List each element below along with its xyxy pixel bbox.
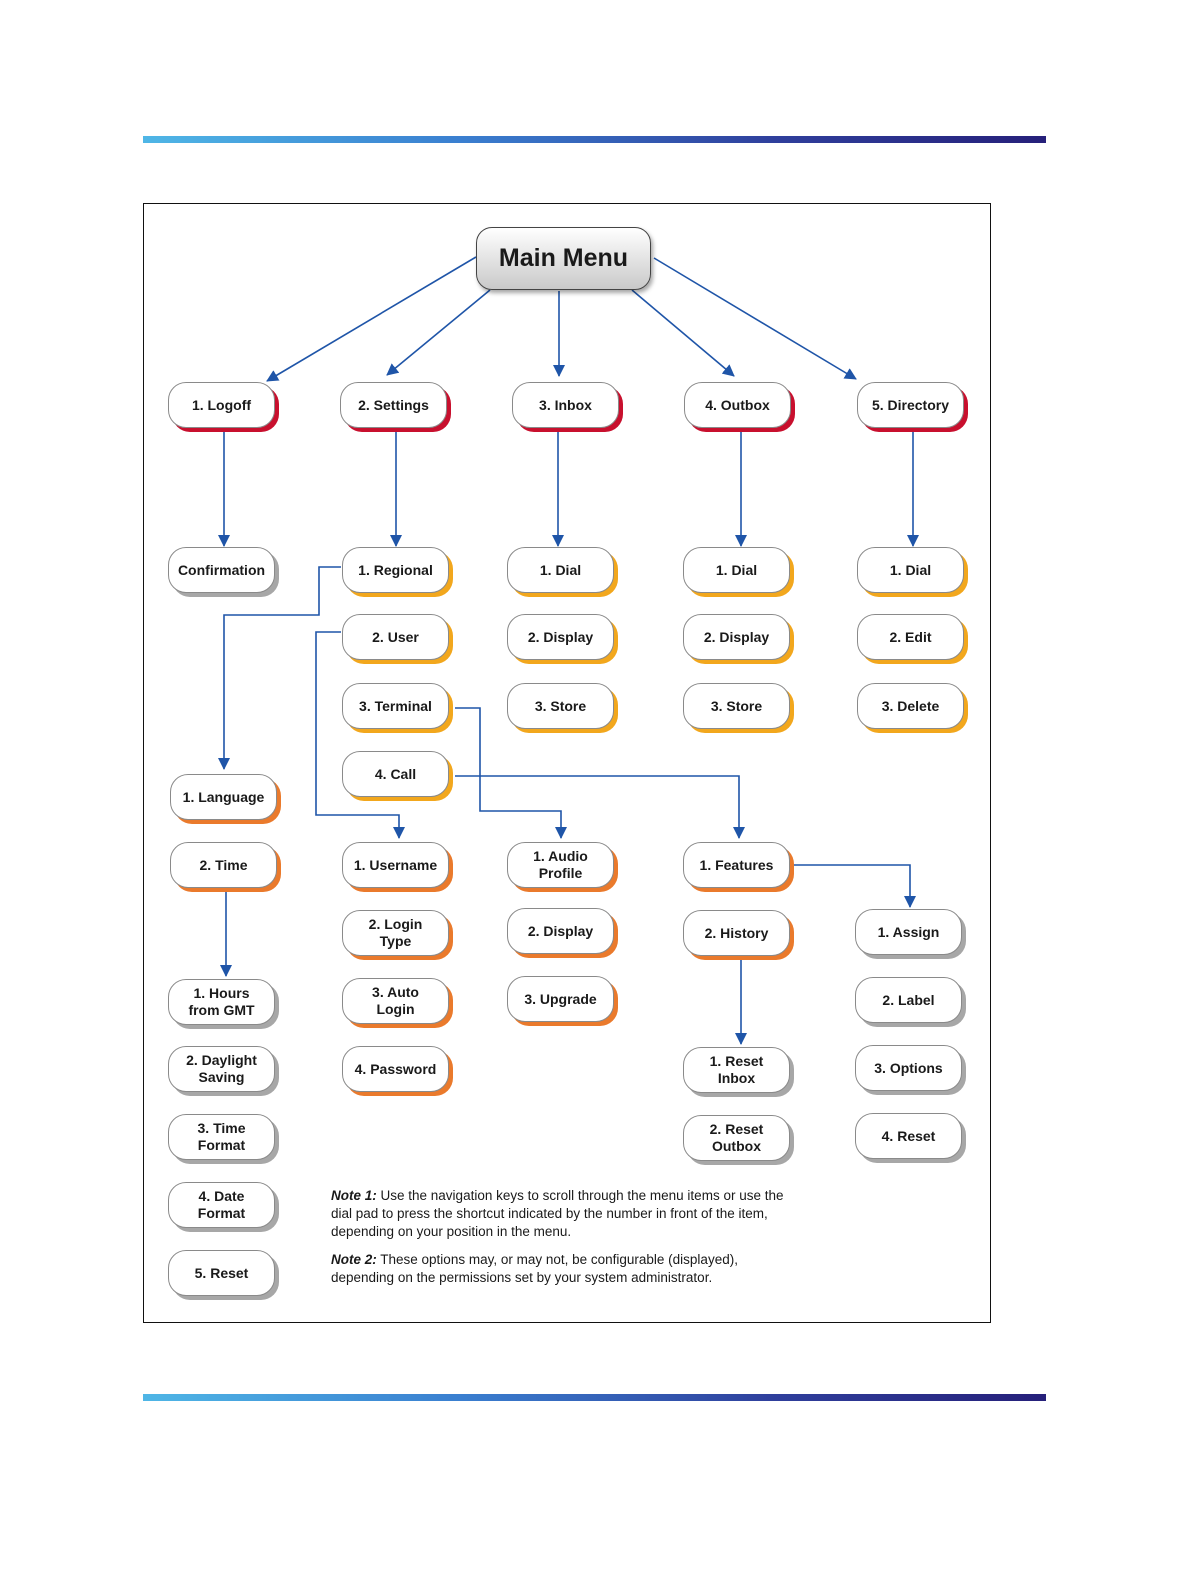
upgrade-node[interactable]: 3. Upgrade [507, 976, 614, 1022]
inbox-dial-node[interactable]: 1. Dial [507, 547, 614, 593]
directory-delete-node[interactable]: 3. Delete [857, 683, 964, 729]
settings-node[interactable]: 2. Settings [340, 382, 447, 428]
hours-from-gmt-node[interactable]: 1. Hours from GMT [168, 979, 275, 1025]
time-node[interactable]: 2. Time [170, 842, 277, 888]
password-node[interactable]: 4. Password [342, 1046, 449, 1092]
regional-node[interactable]: 1. Regional [342, 547, 449, 593]
arrow-main-to-logoff [266, 256, 477, 382]
outbox-store-node[interactable]: 3. Store [683, 683, 790, 729]
terminal-display-node[interactable]: 2. Display [507, 908, 614, 954]
arrow-main-to-outbox [631, 289, 735, 377]
inbox-node[interactable]: 3. Inbox [512, 382, 619, 428]
inbox-display-node[interactable]: 2. Display [507, 614, 614, 660]
terminal-node[interactable]: 3. Terminal [342, 683, 449, 729]
assign-node[interactable]: 1. Assign [855, 909, 962, 955]
arrow-main-to-directory [653, 257, 857, 380]
username-node[interactable]: 1. Username [342, 842, 449, 888]
arrow-terminal-to-audio-profile [455, 707, 567, 839]
login-type-node[interactable]: 2. Login Type [342, 910, 449, 956]
arrow-features-to-assign [793, 864, 916, 908]
header-rule [143, 136, 1046, 143]
note-2: Note 2: These options may, or may not, b… [331, 1251, 801, 1287]
confirmation-node[interactable]: Confirmation [168, 547, 275, 593]
call-node[interactable]: 4. Call [342, 751, 449, 797]
directory-node[interactable]: 5. Directory [857, 382, 964, 428]
arrow-regional-to-language [218, 566, 341, 770]
logoff-node[interactable]: 1. Logoff [168, 382, 275, 428]
note-2-label: Note 2: [331, 1252, 377, 1267]
arrow-main-to-settings [386, 289, 491, 376]
arrow-call-to-features [455, 775, 745, 839]
diagram-frame [143, 203, 991, 1323]
time-reset-node[interactable]: 5. Reset [168, 1250, 275, 1296]
options-node[interactable]: 3. Options [855, 1045, 962, 1091]
language-node[interactable]: 1. Language [170, 774, 277, 820]
auto-login-node[interactable]: 3. Auto Login [342, 978, 449, 1024]
main-menu-node[interactable]: Main Menu [476, 227, 651, 290]
history-node[interactable]: 2. History [683, 910, 790, 956]
features-reset-node[interactable]: 4. Reset [855, 1113, 962, 1159]
outbox-node[interactable]: 4. Outbox [684, 382, 791, 428]
note-2-text: These options may, or may not, be config… [331, 1252, 738, 1285]
inbox-store-node[interactable]: 3. Store [507, 683, 614, 729]
user-node[interactable]: 2. User [342, 614, 449, 660]
arrow-user-to-username [315, 631, 405, 839]
directory-edit-node[interactable]: 2. Edit [857, 614, 964, 660]
note-1-label: Note 1: [331, 1188, 377, 1203]
reset-inbox-node[interactable]: 1. Reset Inbox [683, 1047, 790, 1093]
outbox-display-node[interactable]: 2. Display [683, 614, 790, 660]
note-1: Note 1: Use the navigation keys to scrol… [331, 1187, 801, 1241]
label-node[interactable]: 2. Label [855, 977, 962, 1023]
time-format-node[interactable]: 3. Time Format [168, 1114, 275, 1160]
footer-rule [143, 1394, 1046, 1401]
date-format-node[interactable]: 4. Date Format [168, 1182, 275, 1228]
note-1-text: Use the navigation keys to scroll throug… [331, 1188, 784, 1239]
directory-dial-node[interactable]: 1. Dial [857, 547, 964, 593]
audio-profile-node[interactable]: 1. Audio Profile [507, 842, 614, 888]
features-node[interactable]: 1. Features [683, 842, 790, 888]
reset-outbox-node[interactable]: 2. Reset Outbox [683, 1115, 790, 1161]
outbox-dial-node[interactable]: 1. Dial [683, 547, 790, 593]
daylight-saving-node[interactable]: 2. Daylight Saving [168, 1046, 275, 1092]
